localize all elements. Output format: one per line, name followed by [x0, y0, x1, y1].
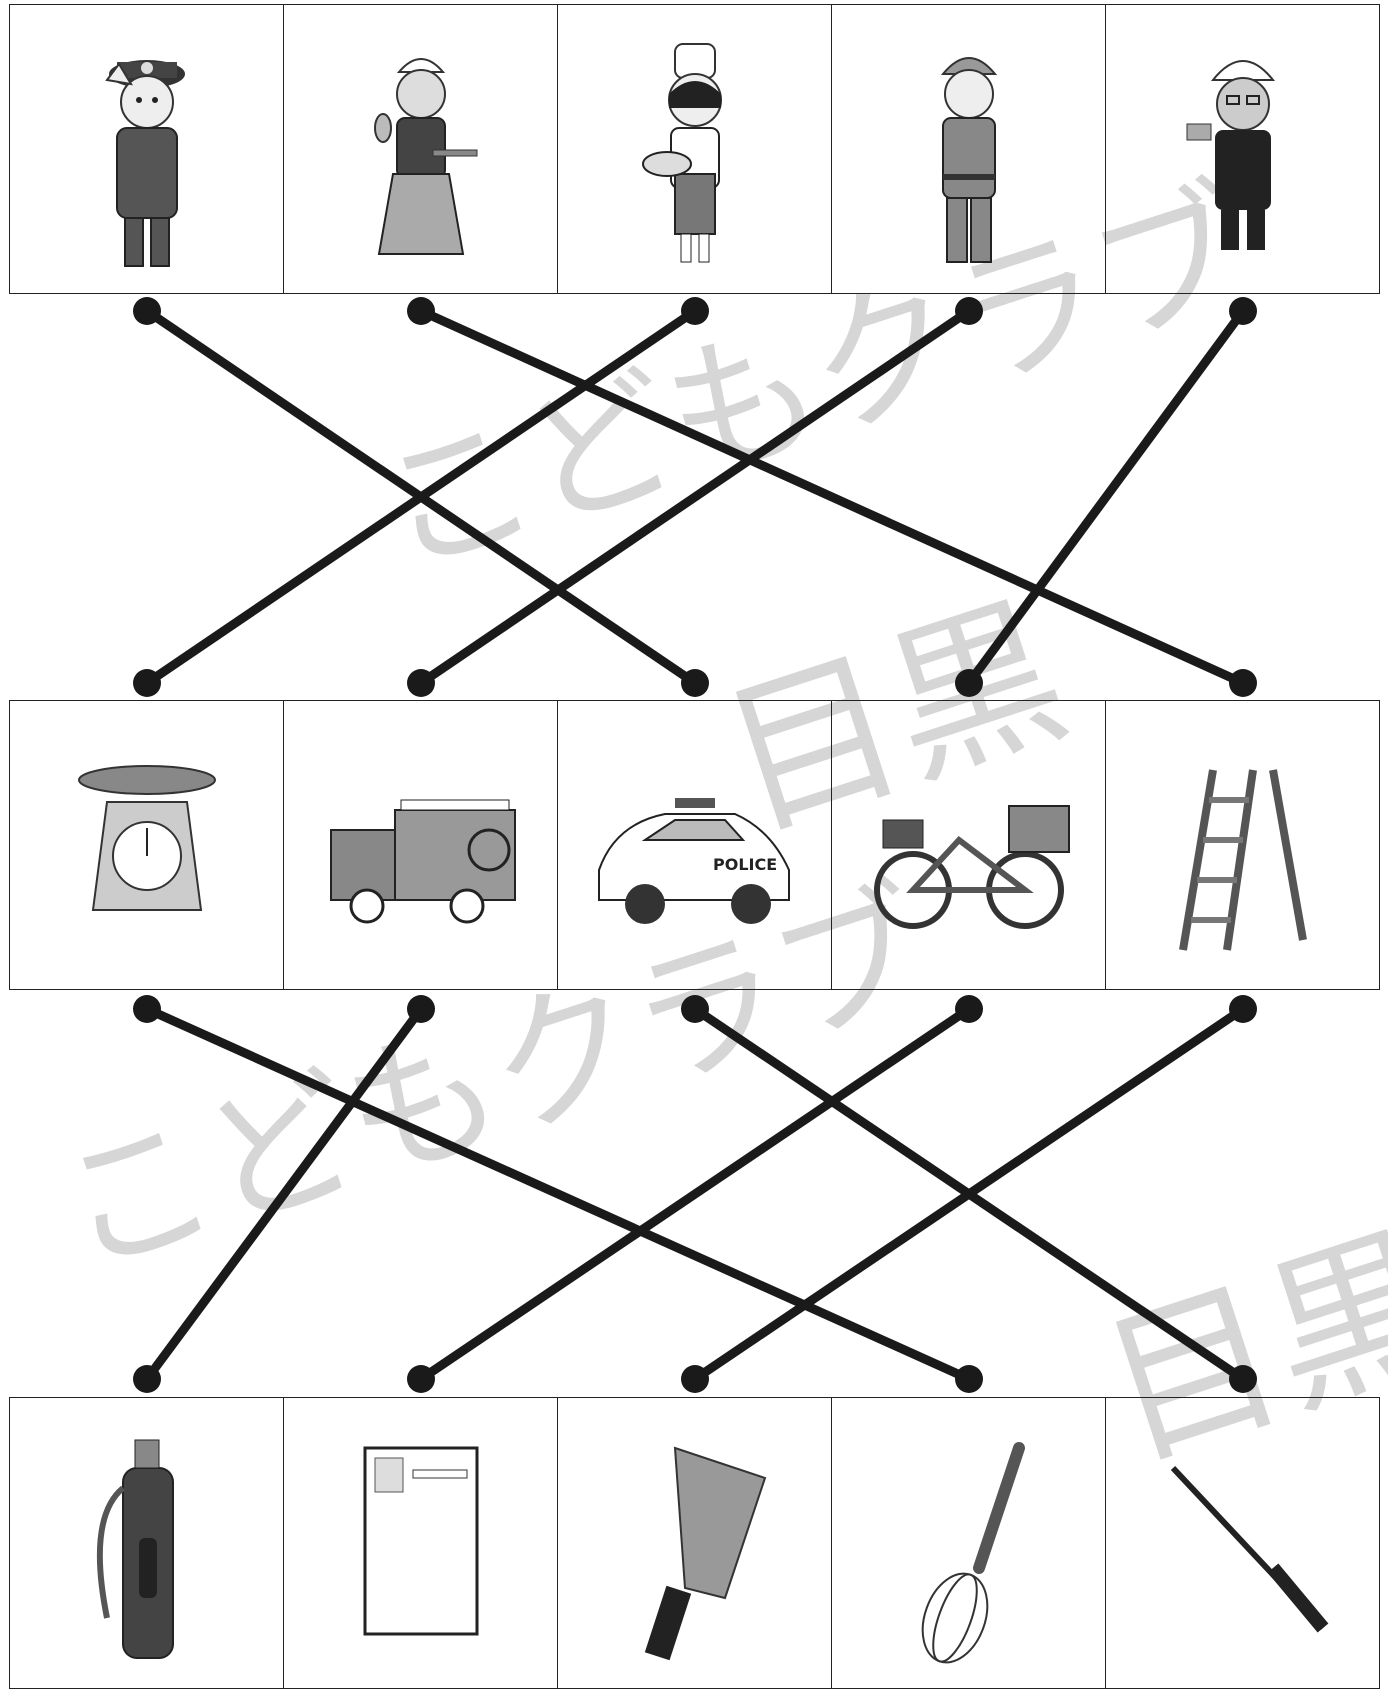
hand-saw-icon	[644, 1446, 766, 1661]
police-officer-icon	[104, 60, 185, 267]
person-cell-pastry-chef	[558, 5, 832, 293]
person-cell-carpenter	[284, 5, 558, 293]
people-row	[9, 4, 1380, 294]
connection-line-1-4	[690, 1004, 1248, 1384]
connection-line-1-1	[142, 1004, 426, 1384]
baton-icon	[1170, 1465, 1328, 1633]
tool-cell-saw	[558, 1398, 832, 1688]
person-cell-postal-worker	[1106, 5, 1379, 293]
connection-line-0-1	[416, 306, 1248, 688]
vehicle-cell-ladder	[1106, 701, 1379, 989]
vehicle-cell-bicycle	[832, 701, 1106, 989]
tool-cell-whisk	[832, 1398, 1106, 1688]
postcard-icon	[363, 1446, 478, 1636]
connection-line-0-3	[416, 306, 974, 688]
connection-line-1-3	[416, 1004, 974, 1384]
connection-line-0-2	[142, 306, 700, 688]
person-cell-police	[10, 5, 284, 293]
postal-worker-icon	[1186, 60, 1275, 250]
tool-cell-postcard	[284, 1398, 558, 1688]
carpenter-icon	[373, 58, 477, 255]
whisk-icon	[921, 1442, 1025, 1664]
stepladder-icon	[1178, 769, 1307, 951]
vehicles-row: POLICE	[9, 700, 1380, 990]
connection-line-1-0	[142, 1004, 974, 1384]
police-label: POLICE	[713, 855, 777, 874]
firefighter-icon	[940, 57, 997, 263]
connection-line-0-4	[964, 306, 1248, 688]
fire-extinguisher-icon	[96, 1439, 174, 1659]
fire-truck-icon	[329, 799, 516, 924]
delivery-bicycle-icon	[873, 805, 1070, 929]
vehicle-cell-police-car: POLICE	[558, 701, 832, 989]
tool-cell-baton	[1106, 1398, 1379, 1688]
tool-cell-extinguisher	[10, 1398, 284, 1688]
police-car-icon: POLICE	[597, 798, 790, 924]
pastry-chef-icon	[641, 43, 722, 263]
person-cell-firefighter	[832, 5, 1106, 293]
vehicle-cell-fire-truck	[284, 701, 558, 989]
kitchen-scale-icon	[77, 765, 216, 911]
vehicle-cell-scale	[10, 701, 284, 989]
